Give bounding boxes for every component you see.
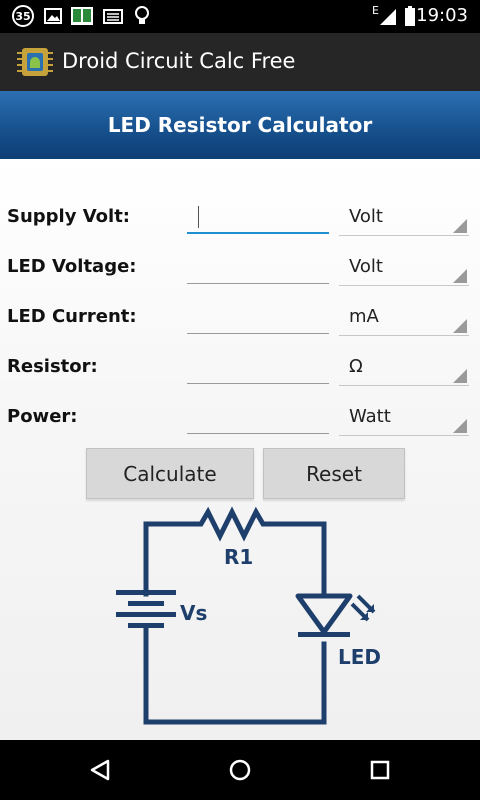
signal-strength-icon [380,9,396,25]
supply-volt-unit-select[interactable]: Volt [339,200,469,236]
row-resistor: Resistor: Ω [0,342,480,392]
book-app-icon [71,7,93,25]
supply-volt-label: Supply Volt: [7,206,131,227]
led-current-label: LED Current: [7,306,137,327]
led-label: LED [338,645,381,669]
circuit-wire-top [143,506,327,597]
power-input[interactable] [187,400,329,434]
calculator-header: LED Resistor Calculator [0,91,480,159]
recent-apps-icon[interactable] [368,758,392,782]
calculator-title: LED Resistor Calculator [107,113,373,137]
led-voltage-unit-value: Volt [349,256,383,277]
back-icon[interactable] [88,758,112,782]
dropdown-arrow-icon [453,419,467,433]
led-symbol [295,593,376,637]
network-type-label: E [372,4,379,17]
led-current-input[interactable] [187,300,329,334]
battery-icon [405,6,415,26]
led-voltage-input[interactable] [187,250,329,284]
calculator-form: Supply Volt: Volt LED Voltage: Volt LED … [0,159,480,740]
row-power: Power: Watt [0,392,480,442]
resistor-unit-value: Ω [349,356,363,377]
text-cursor [198,206,199,228]
status-bar: 35 E 19:03 [0,0,480,33]
app-title: Droid Circuit Calc Free [62,49,296,73]
led-voltage-label: LED Voltage: [7,256,137,277]
led-voltage-unit-select[interactable]: Volt [339,250,469,286]
supply-volt-unit-value: Volt [349,206,383,227]
keyboard-notification-icon [103,9,123,24]
action-bar: Droid Circuit Calc Free [0,33,480,91]
resistor-unit-select[interactable]: Ω [339,350,469,386]
resistor-input[interactable] [187,350,329,384]
reset-button[interactable]: Reset [263,448,405,499]
image-notification-icon [44,8,62,24]
led-current-unit-value: mA [349,306,379,327]
resistor-label: Resistor: [7,356,98,377]
dropdown-arrow-icon [453,269,467,283]
row-led-current: LED Current: mA [0,292,480,342]
resistor-label-r1: R1 [224,545,253,569]
navigation-bar [0,740,480,800]
led-circuit-diagram: R1 Vs LED [116,506,381,725]
status-time: 19:03 [416,5,468,26]
power-label: Power: [7,406,78,427]
led-current-unit-select[interactable]: mA [339,300,469,336]
row-supply-volt: Supply Volt: Volt [0,192,480,242]
dropdown-arrow-icon [453,319,467,333]
power-unit-value: Watt [349,406,391,427]
notification-count-icon: 35 [12,5,34,27]
circuit-wire-left-lower [143,627,327,725]
source-label-vs: Vs [180,601,207,625]
lightbulb-icon [135,6,149,24]
calculate-button[interactable]: Calculate [86,448,254,499]
row-led-voltage: LED Voltage: Volt [0,242,480,292]
supply-volt-input[interactable] [187,200,329,234]
app-logo-icon [17,48,53,76]
battery-symbol [116,590,176,628]
home-icon[interactable] [228,758,252,782]
power-unit-select[interactable]: Watt [339,400,469,436]
dropdown-arrow-icon [453,219,467,233]
dropdown-arrow-icon [453,369,467,383]
